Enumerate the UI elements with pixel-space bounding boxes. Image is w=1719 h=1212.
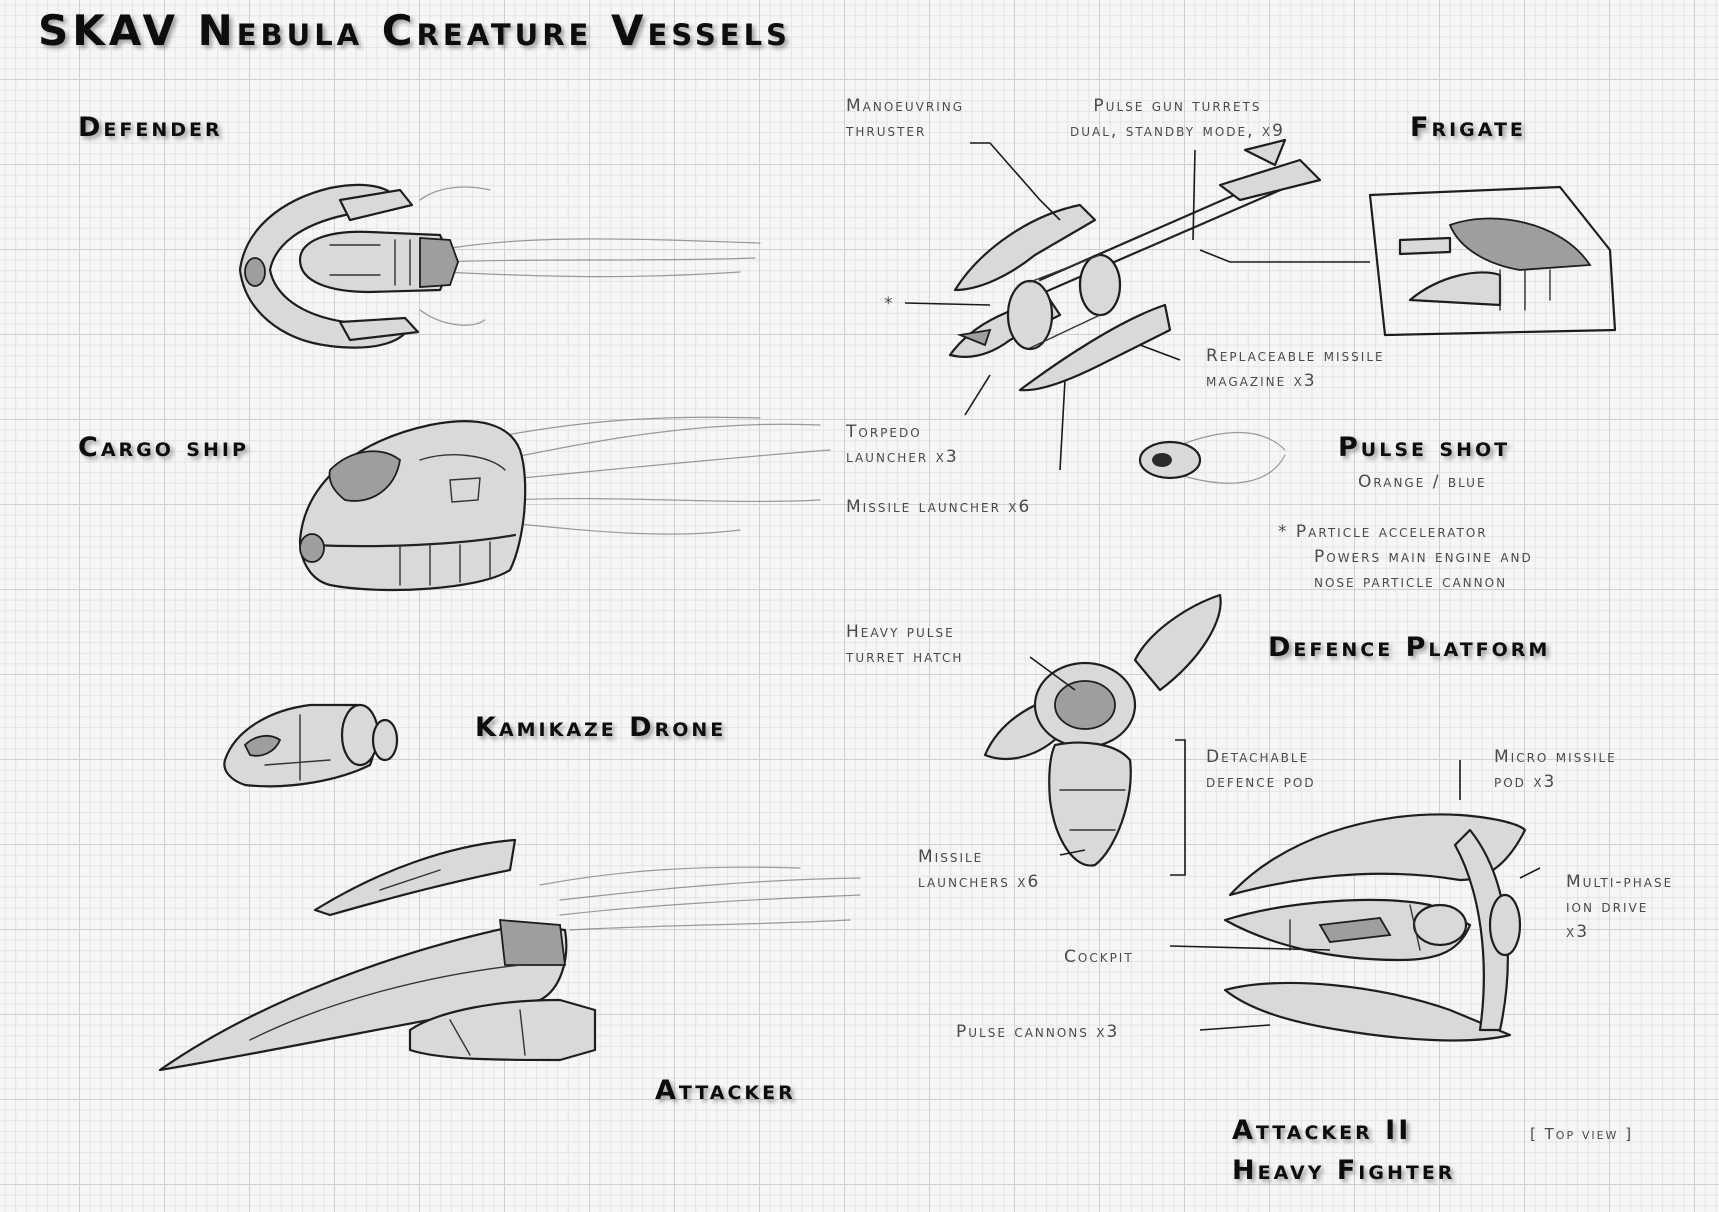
replaceable-missile-magazine-label: Replaceable missile magazine x3: [1206, 346, 1385, 391]
defence-platform-sketch: [983, 593, 1222, 876]
attacker-sketch: [158, 838, 861, 1072]
torpedo-launcher-label: Torpedo launcher x3: [846, 422, 959, 467]
attacker-ii-title: Attacker II: [1232, 1115, 1412, 1146]
attacker-title: Attacker: [655, 1075, 796, 1106]
pulse-shot-subtitle: Orange / blue: [1358, 472, 1487, 492]
kamikaze-drone-sketch: [223, 703, 399, 788]
missile-launcher-label: Missile launcher x6: [846, 497, 1032, 517]
manoeuvring-thruster-label: Manoeuvring thruster: [846, 96, 965, 141]
cockpit-label: Cockpit: [1064, 947, 1134, 967]
pulse-shot-title: Pulse shot: [1338, 432, 1511, 463]
leader-lines: [904, 142, 1541, 1031]
asterisk-marker: *: [884, 294, 895, 314]
heavy-pulse-turret-hatch-label: Heavy pulse turret hatch: [846, 622, 964, 667]
defence-platform-title: Defence Platform: [1268, 632, 1551, 663]
particle-accelerator-note: * Particle accelerator Powers main engin…: [1278, 522, 1533, 592]
multi-phase-ion-drive-label: Multi-phase ion drive x3: [1566, 872, 1674, 942]
defender-title: Defender: [78, 112, 223, 143]
cargo-ship-sketch: [298, 416, 831, 592]
pulse-cannons-label: Pulse cannons x3: [956, 1022, 1120, 1042]
micro-missile-pod-label: Micro missile pod x3: [1494, 747, 1617, 792]
frigate-sketch: [948, 138, 1617, 392]
top-view-label: [ Top view ]: [1530, 1125, 1634, 1143]
detachable-defence-pod-label: Detachable defence pod: [1206, 747, 1316, 792]
kamikaze-drone-title: Kamikaze Drone: [475, 712, 727, 743]
attacker-ii-sketch: [1223, 813, 1527, 1042]
frigate-title: Frigate: [1410, 112, 1526, 143]
pulse-gun-turrets-label: Pulse gun turrets dual, standby mode, x9: [1070, 96, 1285, 141]
pulse-shot-sketch: [1138, 432, 1286, 484]
cargo-ship-title: Cargo ship: [78, 432, 249, 463]
attacker-ii-subtitle: Heavy Fighter: [1232, 1155, 1456, 1186]
missile-launchers-label: Missile launchers x6: [918, 847, 1041, 892]
defender-sketch: [238, 183, 761, 349]
page-title: SKAV Nebula Creature Vessels: [38, 6, 791, 55]
